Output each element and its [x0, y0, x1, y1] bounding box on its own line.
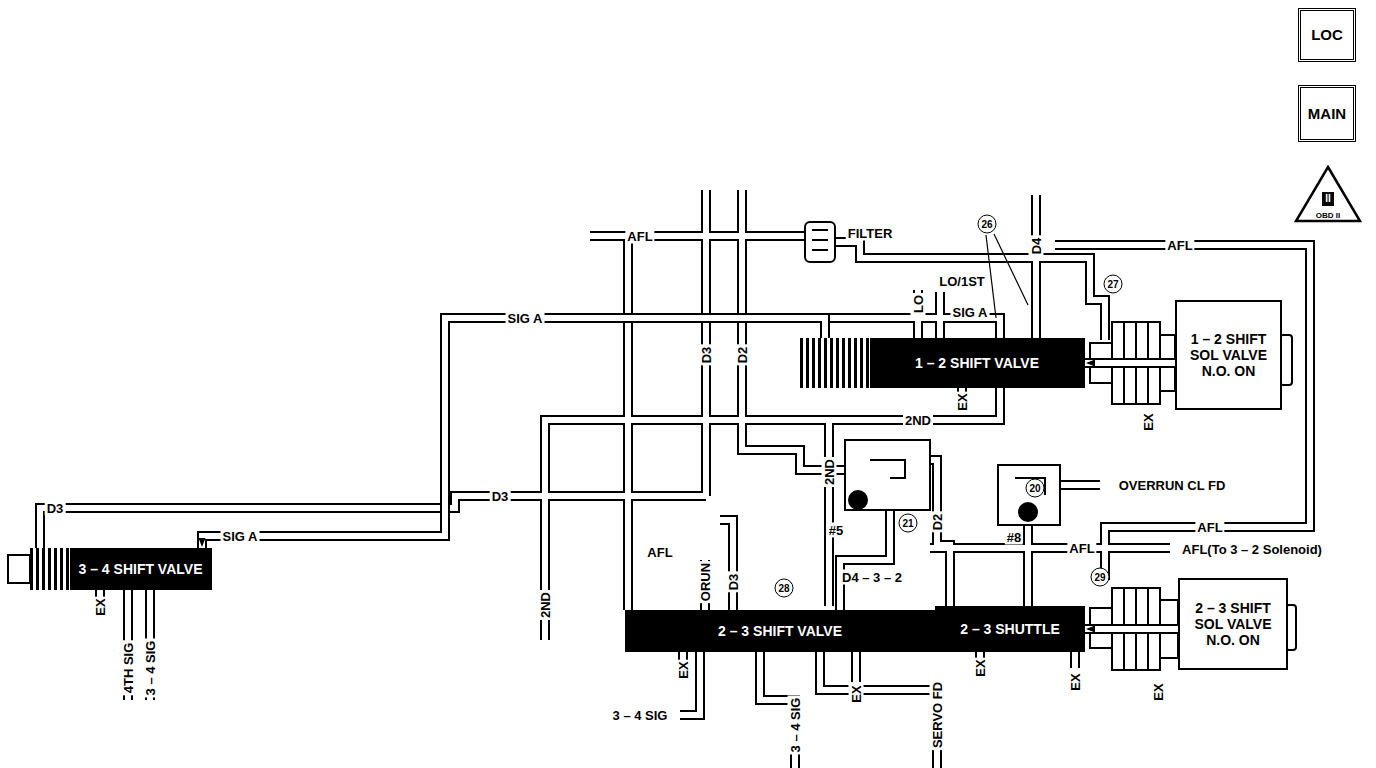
port-label: #8 [1005, 530, 1023, 545]
callout-number: 21 [899, 514, 918, 533]
port-label: AFL [1195, 520, 1224, 535]
port-label: ORUN [698, 561, 713, 603]
port-label: AFL [645, 545, 674, 560]
checkball-housing [845, 440, 1060, 525]
port-label: 4TH SIG [121, 641, 136, 696]
icon-box: LOC [1298, 8, 1356, 62]
port-label: AFL [625, 229, 654, 244]
solenoid-box: 1 – 2 SHIFT SOL VALVE N.O. ON [1175, 300, 1282, 410]
port-label: EX [1151, 681, 1166, 702]
passage-line [1085, 358, 1175, 368]
port-label: EX [1141, 411, 1156, 432]
passage-connector [1085, 626, 1178, 633]
port-label: LO [911, 293, 926, 315]
port-label: EX [955, 391, 970, 412]
port-label: SIG A [221, 529, 260, 544]
shuttle-valve: 2 – 3 SHUTTLE [935, 606, 1085, 652]
port-label: AFL [1067, 541, 1096, 556]
node-text: MAIN [1308, 105, 1346, 122]
passage-connector [199, 318, 826, 548]
shift-valve: 3 – 4 SHIFT VALVE [30, 548, 212, 590]
port-label: 3 – 4 SIG [611, 708, 670, 723]
node-text: 1 – 2 SHIFT SOL VALVE N.O. ON [1183, 331, 1274, 379]
callout-number: 28 [775, 579, 794, 598]
passage-line [1085, 624, 1178, 634]
filter-symbol [805, 222, 835, 262]
node-text: 2 – 3 SHUTTLE [960, 621, 1060, 637]
leader-line [986, 234, 1028, 318]
port-label: FILTER [846, 226, 895, 241]
passage-inner [40, 190, 1310, 768]
node-text: 3 – 4 SHIFT VALVE [79, 561, 203, 577]
callout-number: 20 [1026, 479, 1045, 498]
port-label: 2ND [538, 590, 553, 620]
passage-connector [1085, 360, 1175, 367]
callout-number: 29 [1091, 568, 1110, 587]
port-label: D3 [45, 501, 66, 516]
port-label: EX [1068, 671, 1083, 692]
port-label: 2ND [822, 457, 837, 487]
passage-outline [40, 190, 1310, 768]
passage-line [1085, 626, 1178, 632]
shift-valve: 2 – 3 SHIFT VALVE [625, 610, 935, 652]
port-label: EX [93, 596, 108, 617]
callout-number: 26 [978, 215, 997, 234]
port-label: EX [973, 657, 988, 678]
port-label: D2 [735, 345, 750, 366]
node-text: 2 – 3 SHIFT VALVE [718, 623, 842, 639]
node-text: LOC [1311, 26, 1343, 43]
port-label: 2ND [903, 413, 933, 428]
port-label: EX [676, 659, 691, 680]
node-text: II [1322, 192, 1334, 206]
icon-box: MAIN [1298, 85, 1356, 142]
port-label: 3 – 4 SIG [143, 639, 158, 698]
triangle-shape [1296, 167, 1360, 221]
solenoid-fitting [8, 322, 1296, 670]
shift-valve: 1 – 2 SHIFT VALVE [800, 338, 1085, 388]
node-text: 1 – 2 SHIFT VALVE [915, 355, 1039, 371]
port-label: D4 [1029, 236, 1044, 257]
port-label: SIG A [951, 305, 990, 320]
port-label: AFL(To 3 – 2 Solenoid) [1180, 542, 1324, 557]
callout-number: 27 [1104, 275, 1123, 294]
port-label: D3 [699, 345, 714, 366]
port-label: D4 – 3 – 2 [840, 570, 904, 585]
port-label: D2 [930, 512, 945, 533]
flow-arrow [1086, 626, 1095, 633]
port-label: SERVO FD [930, 680, 945, 750]
port-label: D3 [490, 489, 511, 504]
port-label: #5 [827, 523, 845, 538]
port-label: D3 [726, 572, 741, 593]
port-label: LO/1ST [937, 274, 987, 289]
passage-line [202, 318, 825, 548]
node-text: OBD II [1316, 211, 1340, 220]
flow-arrow [1086, 360, 1095, 367]
port-label: SIG A [506, 311, 545, 326]
passage-line [202, 318, 825, 548]
port-label: 3 – 4 SIG [788, 696, 803, 755]
port-label: EX [849, 683, 864, 704]
solenoid-box: 2 – 3 SHIFT SOL VALVE N.O. ON [1178, 578, 1288, 670]
obd-triangle: II OBD II [1294, 165, 1362, 223]
port-label: OVERRUN CL FD [1117, 478, 1228, 493]
passage-line [1085, 360, 1175, 366]
node-text: 2 – 3 SHIFT SOL VALVE N.O. ON [1186, 600, 1280, 648]
flow-arrow [199, 538, 206, 547]
port-label: AFL [1165, 238, 1194, 253]
